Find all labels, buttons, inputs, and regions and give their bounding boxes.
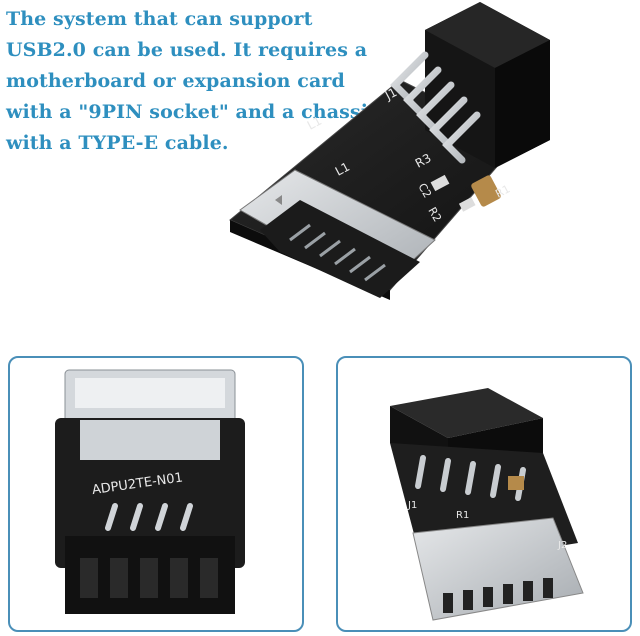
adapter-top-view-image: ADPU2TE-N01 (55, 369, 245, 614)
silk-r1: R1 (493, 182, 512, 200)
capacitor-right (508, 476, 524, 490)
silk-r3: R3 (413, 151, 434, 171)
capacitor (471, 175, 501, 207)
description-line-3: motherboard or expansion card (6, 70, 345, 92)
silk-right-j2: J2 (557, 540, 567, 551)
silk-l1-arrow: L1 (333, 160, 352, 179)
resistor-r3 (430, 174, 450, 192)
left-pins (105, 503, 193, 531)
silk-right-r1: R1 (456, 510, 469, 521)
silk-r2: R2 (425, 205, 444, 224)
adapter-angle-view-image: J1 R1 J2 (390, 388, 584, 621)
silk-right-j1: J1 (407, 500, 417, 511)
pin-header-right-top (390, 388, 543, 438)
resistor-r2 (458, 197, 476, 212)
hero-adapter-image: J1 L1 L1 R3 R2 R1 C2 (229, 2, 550, 300)
product-description: The system that can support USB2.0 can b… (6, 4, 379, 159)
header-pins (390, 51, 481, 164)
description-line-1: The system that can support (6, 8, 313, 30)
adapter-top-view-panel: ADPU2TE-N01 (8, 356, 304, 632)
type-e-port-right (412, 517, 584, 621)
description-line-5: with a TYPE-E cable. (6, 132, 229, 154)
description-line-2: USB2.0 can be used. It requires a (6, 39, 368, 61)
description-line-4: with a "9PIN socket" and a chassis (6, 101, 379, 123)
adapter-angle-view-panel: J1 R1 J2 (336, 356, 632, 632)
receptacle-contacts (289, 223, 386, 282)
silk-l1: L1 (305, 114, 324, 133)
silk-j1: J1 (382, 85, 399, 103)
silk-c2: C2 (415, 181, 434, 200)
